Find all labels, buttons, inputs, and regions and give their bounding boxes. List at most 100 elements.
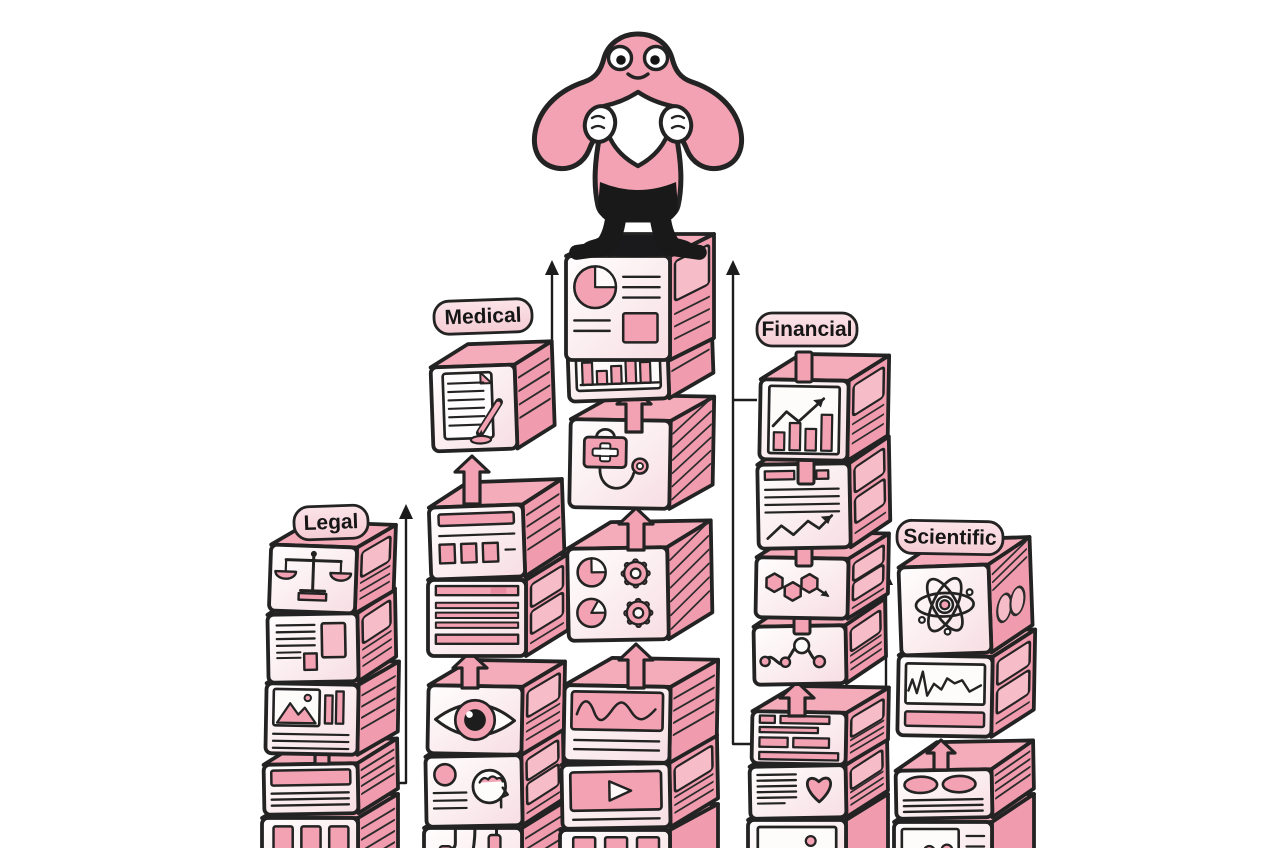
scales-of-justice-block (267, 519, 398, 616)
label-text: Legal (303, 510, 359, 535)
block-side-decor (524, 815, 562, 848)
pink-up-arrow (453, 454, 491, 506)
waveform-panel-icon (570, 689, 665, 752)
heart-text-icon (756, 773, 832, 805)
connected-nodes-icon (759, 637, 827, 669)
block-side-decor (360, 807, 396, 848)
header-rows-icon (757, 714, 840, 762)
atom-icon (914, 576, 975, 636)
block-side-decor (991, 540, 1028, 624)
block-side-decor (525, 739, 561, 815)
block-side-decor (526, 493, 561, 551)
block-side-decor (360, 675, 396, 730)
legal-stack (260, 519, 401, 848)
pies-and-gears-icon (576, 557, 654, 629)
eye-block (425, 658, 567, 757)
mascot-pupil-right (650, 55, 660, 65)
mascot-fist-left (582, 104, 618, 144)
form-header-squares-icon (437, 510, 516, 565)
block-side-decor (849, 749, 884, 806)
financial-stack (746, 350, 893, 848)
block-side-decor (525, 672, 562, 741)
block-side-face (668, 802, 720, 848)
mascot-pupil-left (616, 55, 626, 65)
mascot-smile (626, 72, 650, 80)
progress-arrow-financial (726, 260, 758, 746)
block-side-decor (672, 674, 715, 737)
ovals-text-icon (902, 774, 984, 814)
block-side-decor (671, 397, 713, 501)
arrowhead-icon (399, 504, 413, 519)
head-brain-profile-icon (432, 762, 509, 810)
molecule-hexagons-icon (765, 572, 830, 602)
text-lines-icon (434, 584, 520, 646)
document-pen-icon (441, 370, 504, 445)
image-with-bars-icon (271, 687, 350, 751)
core-stack (558, 232, 721, 848)
block-stacks (260, 232, 1038, 848)
block-side-decor (849, 698, 885, 754)
scientific-stack (892, 535, 1038, 848)
label-text: Medical (444, 304, 522, 330)
block-side-decor (359, 535, 392, 600)
block-side-decor (669, 521, 711, 630)
waveform-chart-icon (903, 662, 987, 729)
block-side-decor (517, 357, 551, 419)
block-side-decor (529, 564, 565, 645)
label-scientific: Scientific (895, 518, 1005, 557)
block-side-face (520, 800, 566, 848)
mascot-fist-right (658, 104, 694, 144)
block-side-decor (994, 750, 1031, 800)
pink-up-arrow (617, 642, 655, 690)
connector-peg (794, 350, 814, 384)
label-financial: Financial (755, 311, 859, 348)
white-shield-icon (601, 89, 675, 169)
pink-up-arrow (778, 680, 816, 718)
video-player-icon (568, 769, 663, 821)
rising-bar-chart-icon (766, 384, 842, 456)
block-side-decor (849, 609, 882, 671)
mascot-foot-left (569, 241, 611, 260)
pink-up-arrow (925, 738, 957, 772)
mascot-hips (598, 182, 678, 222)
label-pill (432, 297, 534, 336)
arrowhead-icon (726, 260, 740, 275)
ovals-text-block (893, 738, 1036, 821)
eye-icon (434, 698, 516, 742)
document-pen-block (428, 339, 557, 454)
block-side-decor (673, 745, 714, 814)
first-aid-stethoscope-icon (582, 427, 649, 490)
block-side-decor (995, 640, 1032, 725)
label-text: Scientific (903, 525, 997, 550)
image-placeholder-icon (756, 825, 838, 848)
column-grid-icon (571, 835, 661, 848)
block-side-decor (851, 366, 886, 445)
block-side-decor (853, 447, 887, 535)
label-pill (292, 503, 370, 542)
medical-stack (422, 339, 570, 848)
label-text: Financial (761, 318, 852, 341)
mascot-foot-right (665, 241, 707, 260)
column-grid-icon (272, 825, 350, 848)
pie-chart-report-icon (573, 265, 661, 344)
pink-strongman-mascot (531, 31, 745, 260)
rising-bar-chart-block (757, 352, 892, 463)
label-pill (755, 311, 859, 348)
label-medical: Medical (432, 297, 534, 336)
report-trend-icon (763, 469, 841, 540)
block-side-decor (851, 544, 885, 610)
form-header-squares-block (426, 477, 567, 582)
article-with-sidebar-icon (275, 621, 347, 672)
block-side-decor (360, 748, 395, 796)
block-side-decor (361, 599, 392, 667)
pink-up-arrow (617, 506, 655, 552)
scales-of-justice-icon (274, 550, 353, 602)
arrowhead-icon (545, 260, 559, 275)
label-legal: Legal (292, 503, 370, 542)
pink-up-arrow (451, 650, 489, 690)
block-side-face (990, 792, 1036, 848)
molecule-cluster-image-icon (900, 827, 986, 848)
header-text-icon (269, 768, 352, 807)
